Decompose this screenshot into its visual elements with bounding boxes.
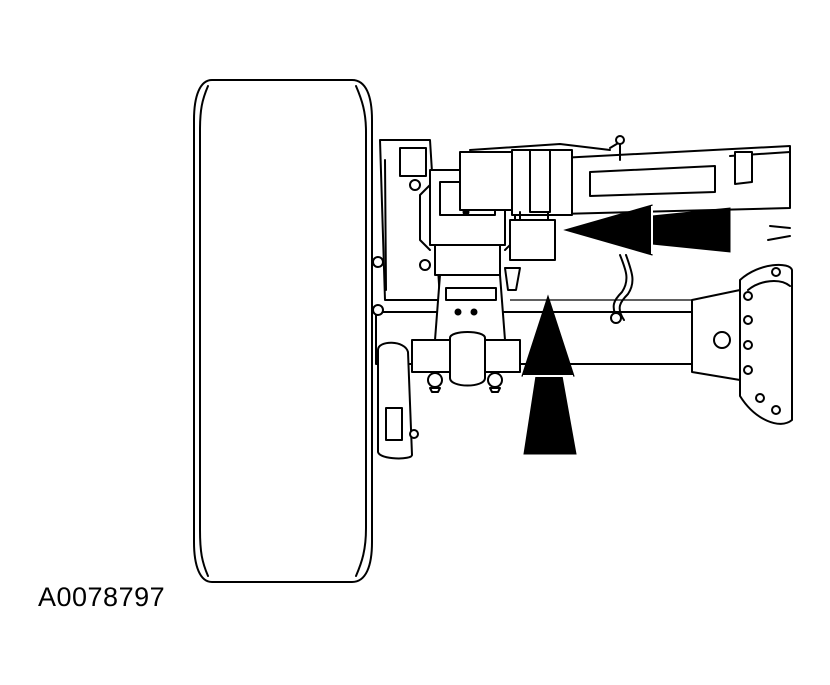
wheel-tire [193,79,373,583]
frame-rail [469,135,791,215]
arrow-left-pointer [563,204,731,256]
differential-housing [713,225,793,425]
figure-id-label: A0078797 [38,582,166,612]
spring-seat [411,331,521,393]
shock-absorber [459,149,573,291]
brake-line [610,254,634,324]
lower-link [377,341,419,460]
arrow-up-pointer [521,294,577,455]
